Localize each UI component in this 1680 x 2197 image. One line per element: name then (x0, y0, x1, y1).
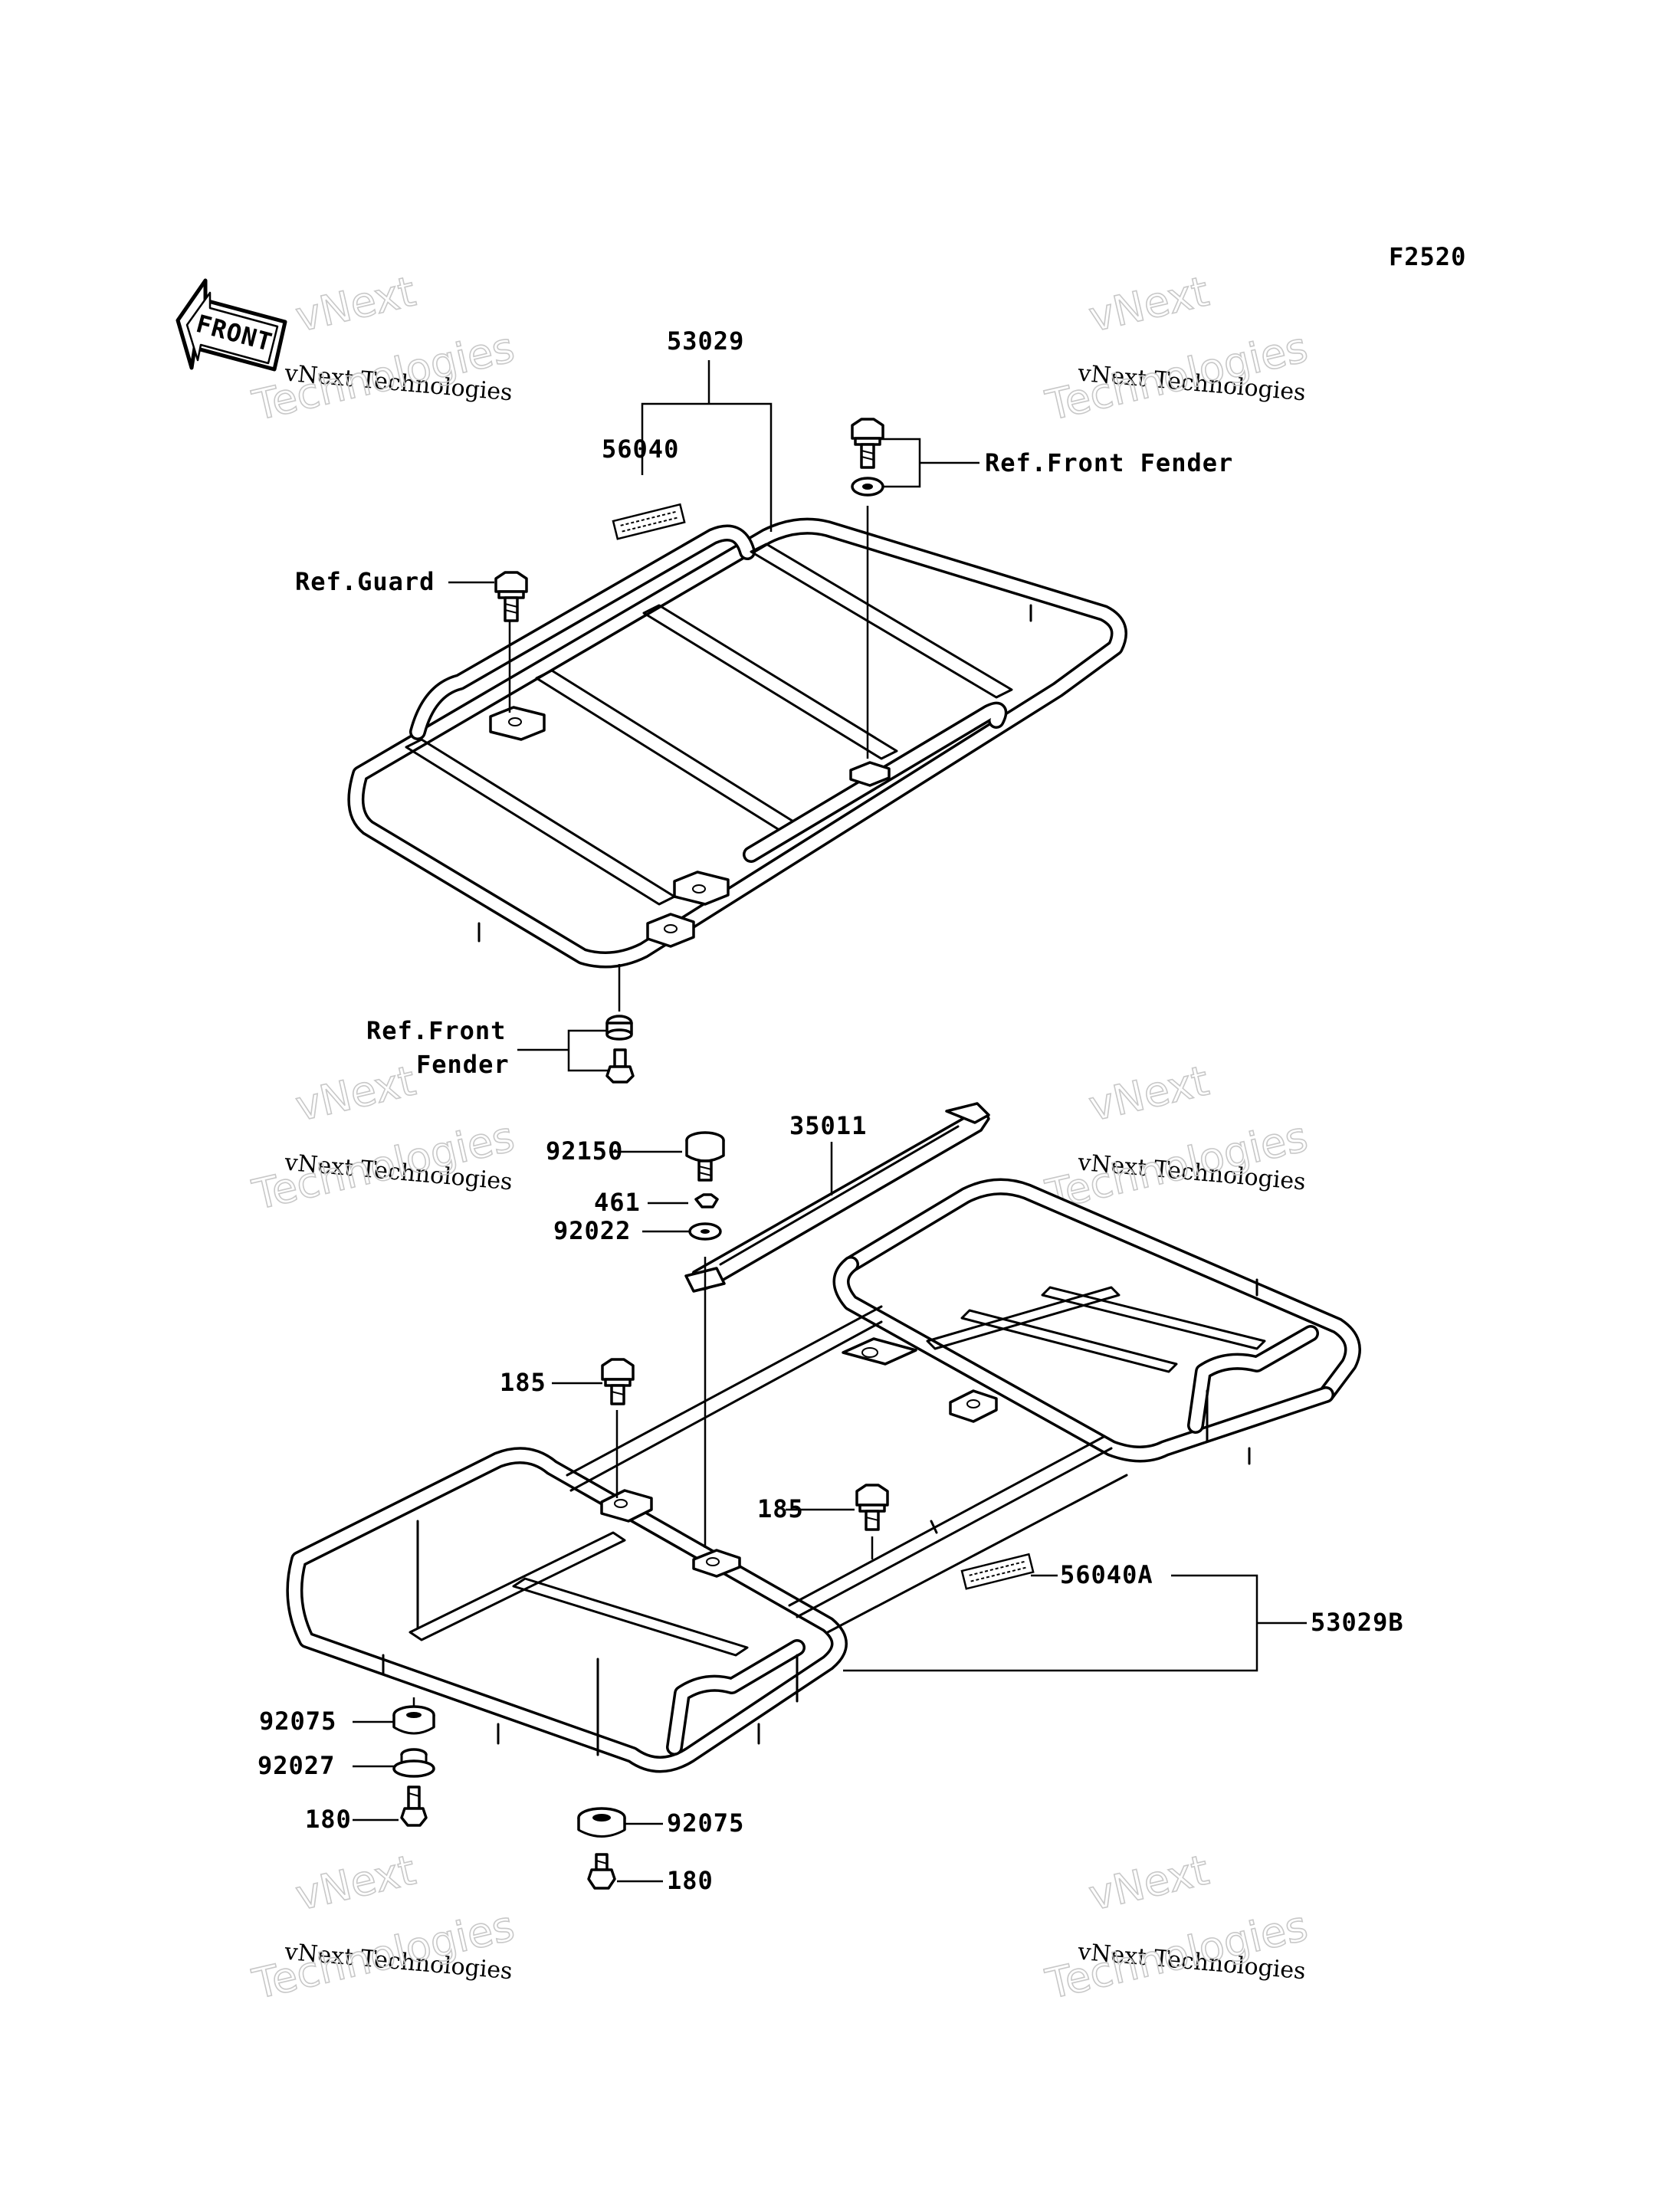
label-53029B: 53029B (1311, 1608, 1404, 1637)
svg-text:vNext: vNext (1084, 1057, 1213, 1131)
watermark-top-left: vNext vNext Technologies Technologies (248, 267, 520, 431)
label-56040A: 56040A (1060, 1560, 1153, 1589)
bolt-icon (400, 1785, 428, 1827)
label-92075: 92075 (667, 1808, 744, 1838)
svg-text:Technologies: Technologies (1042, 1112, 1312, 1219)
bolt-icon (855, 1484, 889, 1531)
grommet-icon (392, 1705, 435, 1735)
front-carrier-drawing (347, 503, 1127, 969)
bar-35011-drawing (684, 1102, 990, 1293)
front-carrier-leaders (448, 360, 979, 1072)
watermark-mid-right: vNext vNext Technologies Technologies (1041, 1056, 1313, 1220)
svg-text:Technologies: Technologies (248, 1112, 519, 1219)
label-ref-front: Ref.Front (366, 1016, 506, 1045)
label-92022: 92022 (553, 1216, 631, 1245)
label-180: 180 (305, 1805, 352, 1834)
bolt-icon (605, 1048, 635, 1084)
svg-text:vNext: vNext (1084, 267, 1213, 342)
label-92150: 92150 (546, 1136, 623, 1166)
svg-text:vNext: vNext (1084, 1846, 1213, 1920)
washer-icon (851, 477, 884, 497)
grommet-icon (577, 1807, 626, 1838)
svg-text:Technologies: Technologies (1042, 323, 1312, 430)
rear-carrier-drawing (286, 1178, 1361, 1773)
watermark-bottom-left: vNext vNext Technologies Technologies (248, 1845, 520, 2009)
label-180: 180 (667, 1866, 714, 1895)
washer-icon (688, 1222, 722, 1241)
bolt-icon (494, 571, 528, 622)
front-arrow-icon: FRONT (176, 278, 287, 372)
collar-nut-icon (605, 1015, 633, 1041)
figure-code: F2520 (1389, 242, 1466, 271)
svg-text:vNext: vNext (291, 1846, 420, 1920)
bolt-icon (851, 418, 884, 469)
clip-nut-icon (694, 1193, 719, 1208)
bolt-icon (601, 1358, 635, 1405)
label-ref-guard: Ref.Guard (295, 567, 435, 596)
watermark-bottom-right: vNext vNext Technologies Technologies (1041, 1845, 1313, 2009)
svg-text:vNext: vNext (291, 1057, 420, 1131)
watermark-top-right: vNext vNext Technologies Technologies (1041, 267, 1313, 431)
label-ref-front-fender: Ref.Front Fender (985, 448, 1233, 477)
label-53029: 53029 (667, 326, 744, 356)
svg-text:Technologies: Technologies (248, 1901, 519, 2008)
label-92027: 92027 (258, 1751, 335, 1780)
bolt-icon (587, 1853, 616, 1890)
label-35011: 35011 (789, 1111, 867, 1140)
label-185: 185 (757, 1494, 804, 1523)
svg-text:Technologies: Technologies (1042, 1901, 1312, 2008)
label-92075: 92075 (259, 1707, 336, 1736)
collar-icon (392, 1748, 435, 1778)
label-fender: Fender (416, 1050, 510, 1079)
svg-text:vNext: vNext (291, 267, 420, 342)
label-461: 461 (594, 1188, 641, 1217)
rear-carrier-leaders (353, 1142, 1307, 1883)
knob-icon (685, 1131, 725, 1182)
label-56040: 56040 (602, 434, 679, 464)
watermark-mid-left: vNext vNext Technologies Technologies (248, 1056, 520, 1220)
svg-text:Technologies: Technologies (248, 323, 519, 430)
label-185: 185 (500, 1368, 546, 1397)
